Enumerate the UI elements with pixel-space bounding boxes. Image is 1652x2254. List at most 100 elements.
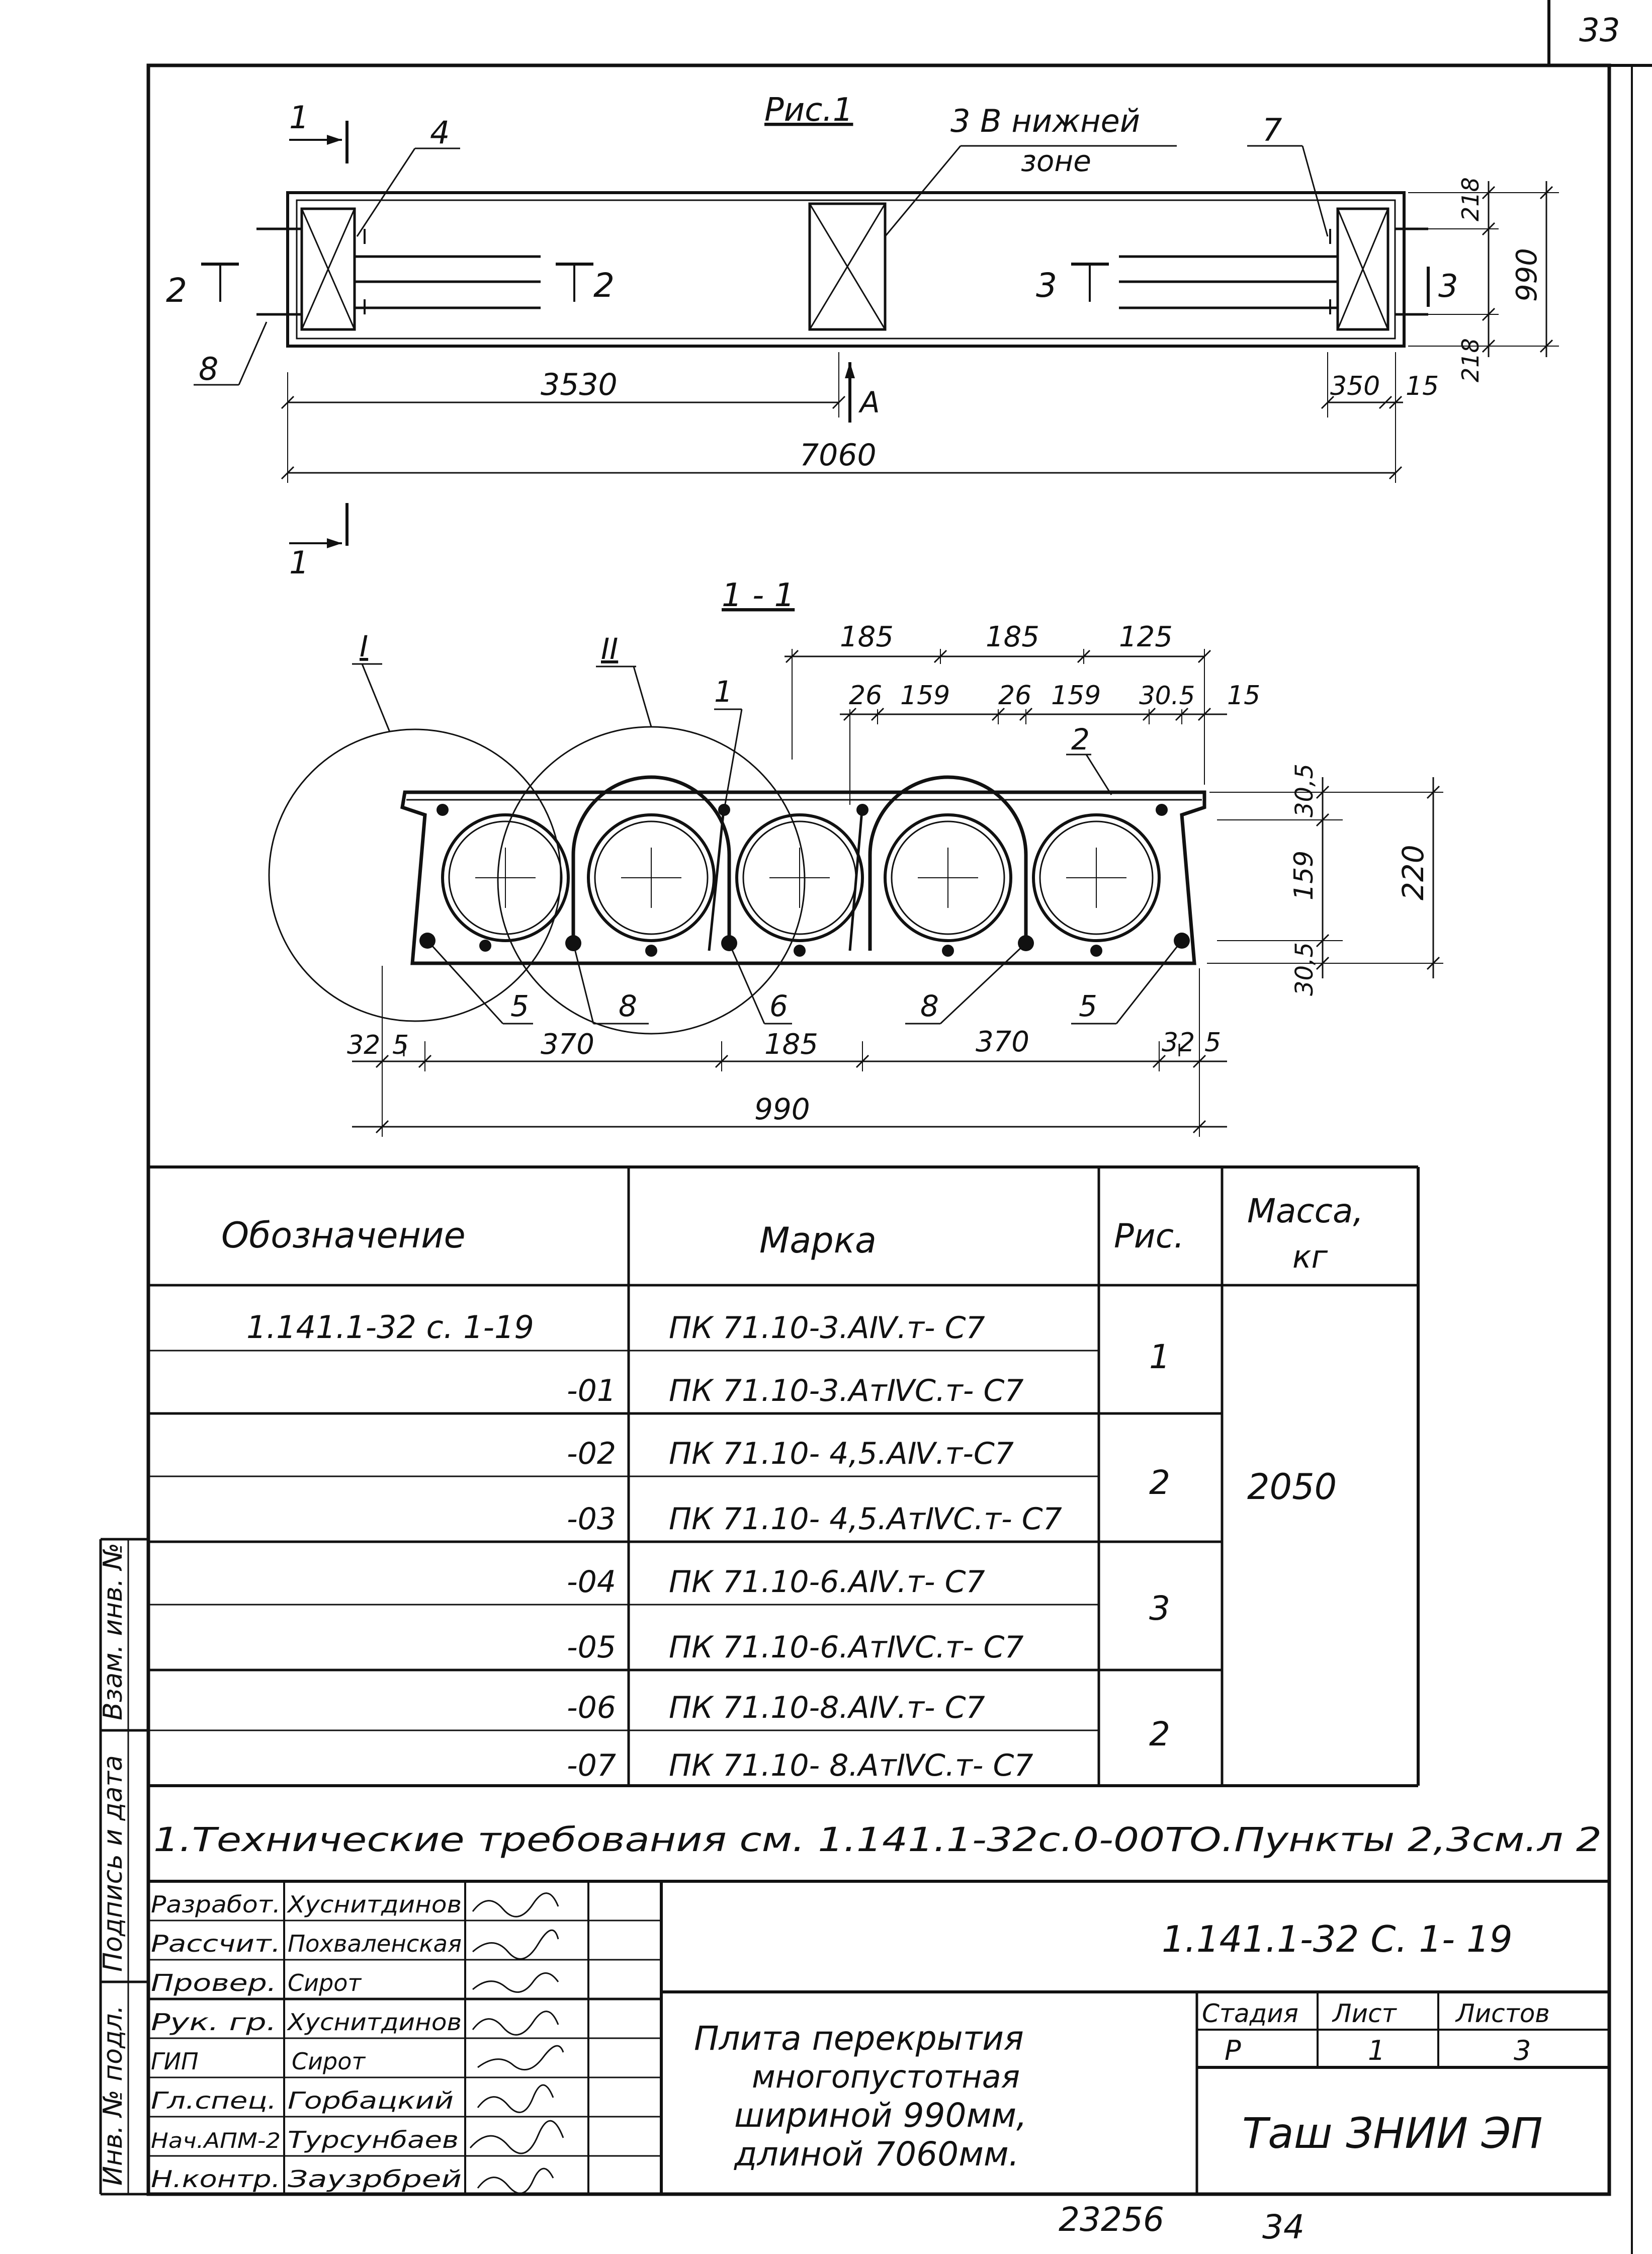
staff-role: Рассчит.: [151, 1930, 281, 1957]
staff-name: Хуснитдинов: [287, 1891, 462, 1918]
list-item: Рук. гр. Хуснитдинов: [151, 2009, 462, 2036]
stage-label: Стадия: [1202, 1999, 1298, 2028]
figure-title: Рис.1: [764, 92, 853, 129]
top-dim-185-a: 185: [840, 621, 894, 653]
list-item: Н.контр. Заузрбрей: [151, 2165, 462, 2193]
table-row: -04 ПК 71.10-6.АⅣ.т- С7: [567, 1564, 985, 1600]
list-item: Нач.АПМ-2 Турсунбаев: [151, 2126, 459, 2153]
callout-lower-zone-line1: 3 В нижней: [950, 103, 1140, 139]
detail-node-circles: [268, 726, 806, 1035]
section-1-bottom-label: 1: [289, 544, 309, 581]
sheet-value: 1: [1368, 2035, 1385, 2066]
node-II-label: II: [601, 632, 618, 666]
staff-role: Н.контр.: [151, 2165, 281, 2193]
row-designation: -07: [567, 1748, 616, 1783]
row-designation: -04: [567, 1564, 616, 1600]
staff-name: Сирот: [292, 2048, 366, 2075]
staff-name: Турсунбаев: [288, 2126, 459, 2153]
staff-name: Похваленская: [288, 1930, 462, 1957]
row-mark: ПК 71.10-8.АⅣ.т- С7: [669, 1690, 985, 1725]
right-dim-220: 220: [1396, 845, 1430, 900]
callout-8-left: 8: [619, 989, 637, 1023]
section-leaders: [352, 663, 1183, 1025]
right-dim-159: 159: [1289, 851, 1319, 900]
section-title: 1 - 1: [722, 577, 795, 614]
section-voids: [441, 813, 1161, 942]
fig-group-3: 3: [1149, 1589, 1170, 1628]
section-2-left-label: 2: [166, 271, 187, 310]
section-3-right-label: 3: [1438, 268, 1458, 304]
side-label-sign-date: Подпись и дата: [98, 1755, 128, 1972]
row-mark: ПК 71.10-3.АтⅣС.т- С7: [669, 1373, 1024, 1408]
dim-15: 15: [1406, 371, 1439, 401]
page-number: 33: [1579, 12, 1620, 49]
slab-plan: [256, 191, 1428, 348]
header-fig: Рис.: [1114, 1217, 1184, 1256]
label-a: А: [858, 385, 880, 420]
callout-8: 8: [199, 351, 218, 387]
section-rebar-loops: [571, 775, 1028, 951]
dim-7060: 7060: [800, 438, 877, 473]
copy-number: 34: [1262, 2208, 1305, 2246]
sheet-frame: [146, 0, 1652, 2254]
order-number: 23256: [1059, 2200, 1164, 2239]
staff-role: Провер.: [151, 1969, 277, 1996]
section-bottom-dimensions: [352, 966, 1227, 1137]
fig-group-1: 1: [1149, 1338, 1170, 1376]
callout-2: 2: [1071, 722, 1090, 757]
bottom-dim-5-left: 5: [392, 1030, 409, 1060]
table-row: -05 ПК 71.10-6.АтⅣС.т- С7: [567, 1630, 1024, 1665]
title-line1: Плита перекрытия: [694, 2019, 1024, 2058]
table-row: -02 ПК 71.10- 4,5.АⅣ.т-С7: [567, 1436, 1014, 1471]
signatures: [469, 1892, 564, 2194]
header-mass-line2: кг: [1292, 1238, 1328, 1275]
callout-7: 7: [1262, 112, 1282, 148]
table-row: -06 ПК 71.10-8.АⅣ.т- С7: [567, 1690, 985, 1725]
organization: Таш ЗНИИ ЭП: [1242, 2109, 1543, 2158]
sheets-value: 3: [1514, 2035, 1531, 2066]
row-designation: -05: [567, 1630, 616, 1665]
staff-role: Рук. гр.: [151, 2009, 277, 2036]
header-mark: Марка: [759, 1220, 877, 1261]
staff-name: Горбацкий: [288, 2087, 454, 2114]
row-designation: -01: [567, 1373, 616, 1408]
bottom-dim-185: 185: [764, 1028, 818, 1061]
mass-value: 2050: [1247, 1466, 1337, 1508]
top-dim-26-a: 26: [849, 681, 882, 711]
dim-990-plan: 990: [1511, 248, 1543, 302]
row-designation: 1.141.1-32 с. 1-19: [246, 1309, 534, 1346]
staff-name: Заузрбрей: [288, 2165, 462, 2193]
header-designation: Обозначение: [221, 1215, 466, 1256]
row-designation: -06: [567, 1690, 616, 1725]
staff-name: Сирот: [288, 1969, 362, 1996]
list-item: ГИП Сирот: [151, 2048, 366, 2075]
table-row: 1.141.1-32 с. 1-19 ПК 71.10-3.АⅣ.т- С7: [246, 1309, 985, 1346]
list-item: Рассчит. Похваленская: [151, 1930, 462, 1957]
top-dim-26-b: 26: [998, 681, 1031, 711]
callout-1: 1: [714, 675, 733, 709]
table-row: -07 ПК 71.10- 8.АтⅣС.т- С7: [567, 1748, 1033, 1783]
top-dim-185-b: 185: [986, 621, 1039, 653]
callout-5-right: 5: [1079, 989, 1097, 1023]
row-designation: -02: [567, 1436, 616, 1471]
side-strip: [99, 1538, 148, 2196]
top-dim-125: 125: [1119, 621, 1173, 653]
title-line4: длиной 7060мм.: [734, 2135, 1019, 2174]
row-designation: -03: [567, 1501, 616, 1537]
fig-group-2: 2: [1149, 1463, 1170, 1502]
header-mass-line1: Масса,: [1247, 1192, 1363, 1230]
staff-role: Гл.спец.: [151, 2087, 277, 2114]
title-line2: многопустотная: [752, 2058, 1020, 2095]
spec-table-grid: [148, 1165, 1420, 1787]
section-markers: [201, 121, 1430, 548]
staff-name: Хуснитдинов: [287, 2009, 462, 2036]
bottom-dim-370-right: 370: [976, 1026, 1029, 1058]
table-row: -03 ПК 71.10- 4,5.АтⅣС.т- С7: [567, 1501, 1062, 1537]
document-code: 1.141.1-32 С. 1- 19: [1162, 1918, 1513, 1960]
bottom-dim-370-left: 370: [541, 1028, 594, 1061]
node-I-label: I: [360, 629, 368, 663]
list-item: Разработ. Хуснитдинов: [151, 1891, 462, 1918]
callout-5-left: 5: [510, 989, 529, 1023]
title-line3: шириной 990мм,: [734, 2096, 1027, 2135]
